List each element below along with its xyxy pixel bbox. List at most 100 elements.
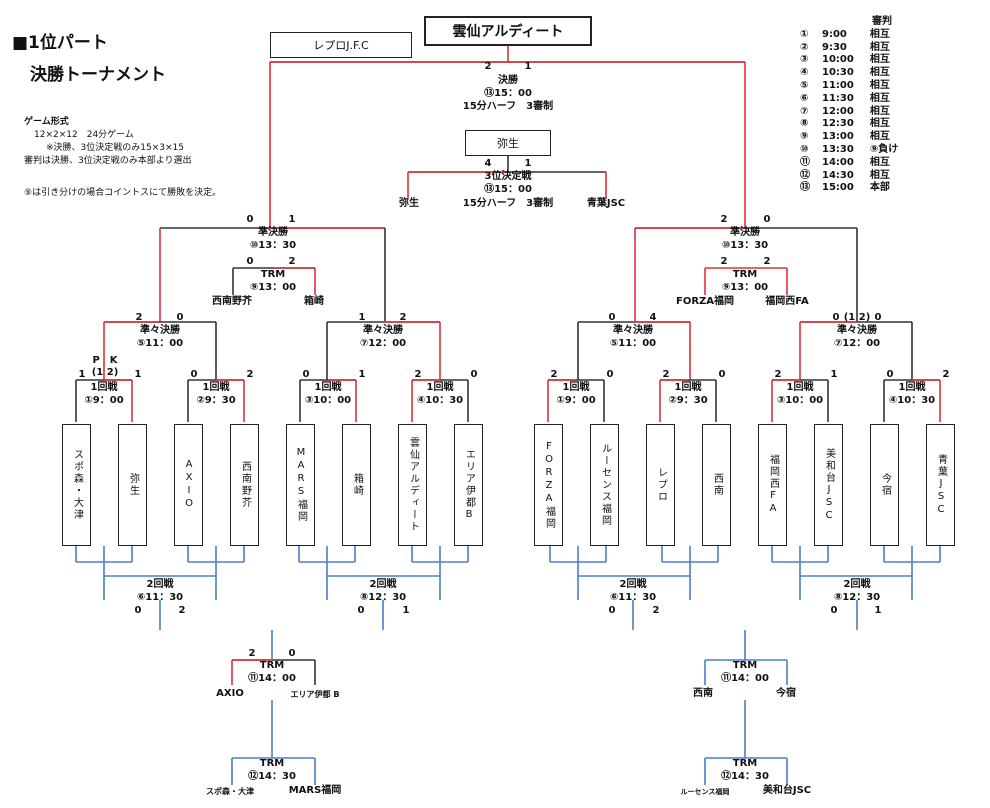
qf-score-right: 0 [874, 312, 882, 323]
trm-left-score-left: 0 [246, 256, 254, 267]
schedule-no: ⑫ [800, 169, 810, 181]
schedule-ref: 本部 [869, 182, 890, 194]
r1-score-right: 1 [830, 369, 838, 380]
r1-score-right: 2 [246, 369, 254, 380]
semi-left-score-right: 1 [288, 214, 296, 225]
trm-right-team-right: 福岡西FA [765, 296, 809, 307]
team-box: スポ森・大津 [62, 424, 91, 546]
schedule-no: ⑥ [800, 92, 809, 104]
schedule-no: ⑨ [800, 131, 809, 143]
pk-label: P K [92, 355, 118, 366]
qf-score-right: 0 [176, 312, 184, 323]
third-label: 3位決定戦 [484, 171, 532, 182]
r1-label: 1回戦 [426, 382, 454, 393]
schedule-no: ① [800, 28, 809, 40]
schedule-no: ③ [800, 54, 809, 66]
semi-right-score-right: 0 [763, 214, 771, 225]
r1-score-right: 0 [718, 369, 726, 380]
qf-label: 準々決勝 [613, 325, 653, 336]
schedule-header: 審判 [872, 16, 892, 27]
schedule-time: 14:00 [822, 156, 854, 168]
r2-time: ⑧12：30 [833, 592, 881, 603]
r1-score-left: 2 [774, 369, 782, 380]
r2-score-left: 0 [608, 605, 616, 616]
team-box: 今宿 [870, 424, 899, 546]
r2-time: ⑧12：30 [359, 592, 407, 603]
trm-b-team-left: 西南 [693, 688, 713, 699]
r1-score-right: 0 [606, 369, 614, 380]
team-name: AXIO [183, 459, 195, 511]
r1-score-left: 2 [550, 369, 558, 380]
qf-time: ⑦12：00 [359, 338, 407, 349]
notes-line: 12×2×12 24分ゲーム [34, 130, 134, 140]
schedule-no: ⑬ [800, 182, 810, 194]
team-box: FORZA福岡 [534, 424, 563, 546]
notes-line: ⑨は引き分けの場合コイントスにて勝敗を決定。 [24, 188, 222, 198]
team-box: 美和台JSC [814, 424, 843, 546]
schedule-ref: 相互 [869, 54, 890, 66]
team-name: 青葉JSC [935, 453, 947, 517]
team-name: 箱崎 [351, 473, 363, 497]
schedule-time: 12:30 [822, 118, 854, 130]
team-box: MARS福岡 [286, 424, 315, 546]
qf-score-left: 2 [135, 312, 143, 323]
r2-score-right: 1 [874, 605, 882, 616]
final-label: 決勝 [498, 75, 518, 86]
r2-score-right: 2 [652, 605, 660, 616]
trm-b-label: TRM [259, 758, 285, 769]
team-box: AXIO [174, 424, 203, 546]
final-format: 15分ハーフ 3審制 [462, 101, 554, 112]
team-box: 西南 [702, 424, 731, 546]
trm-b-team-right: MARS福岡 [288, 785, 342, 796]
notes-line: 審判は決勝、3位決定戦のみ本部より選出 [24, 156, 192, 166]
third-team-left: 弥生 [399, 198, 419, 209]
trm-right-team-left: FORZA福岡 [675, 296, 735, 307]
r1-time: ③10：00 [776, 395, 824, 406]
semi-right-time: ⑩13：30 [721, 240, 769, 251]
r1-score-left: 2 [414, 369, 422, 380]
trm-right-score-left: 2 [720, 256, 728, 267]
trm-b-team-right: 今宿 [776, 688, 796, 699]
schedule-no: ⑤ [800, 79, 809, 91]
schedule-ref: 相互 [869, 41, 890, 53]
runner-up-box: レプロJ.F.C [270, 32, 412, 58]
page-title: ■1位パート [12, 33, 108, 53]
r1-time: ②9：30 [668, 395, 708, 406]
trm-b-team-right: 美和台JSC [762, 785, 812, 796]
trm-b-score-left: 2 [248, 648, 256, 659]
r1-score-right: 2 [942, 369, 950, 380]
r1-score-right: 1 [358, 369, 366, 380]
semi-left-score-left: 0 [246, 214, 254, 225]
final-time: ⑬15：00 [484, 88, 532, 99]
team-name: 美和台JSC [823, 447, 835, 523]
trm-right-time: ⑨13：00 [721, 282, 769, 293]
schedule-time: 10:30 [822, 67, 854, 79]
schedule-ref: 相互 [869, 92, 890, 104]
r1-time: ①9：00 [556, 395, 596, 406]
trm-left-time: ⑨13：00 [249, 282, 297, 293]
schedule-time: 13:30 [822, 143, 854, 155]
trm-b-team-left: ルーセンス福岡 [680, 788, 730, 796]
final-score-left: 2 [484, 61, 492, 72]
team-name: 福岡西FA [767, 454, 779, 516]
r1-time: ③10：00 [304, 395, 352, 406]
r1-score-right: 1 [134, 369, 142, 380]
schedule-ref: ⑨負け [869, 143, 899, 155]
r1-time: ④10：30 [888, 395, 936, 406]
r2-time: ⑥11：30 [136, 592, 184, 603]
semi-right-score-left: 2 [720, 214, 728, 225]
team-name: 西南野芥 [239, 461, 251, 509]
third-time: ⑬15：00 [484, 184, 532, 195]
team-box: 西南野芥 [230, 424, 259, 546]
r1-label: 1回戦 [90, 382, 118, 393]
third-format: 15分ハーフ 3審制 [462, 198, 554, 209]
